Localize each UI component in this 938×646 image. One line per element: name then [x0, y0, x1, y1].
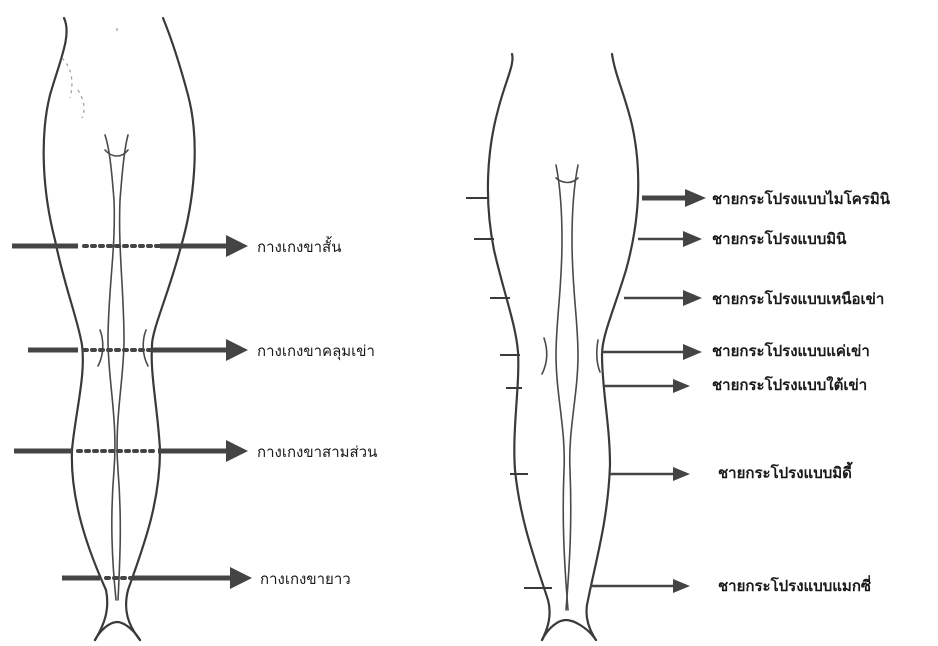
- left-arrow-knee-length: [28, 339, 248, 361]
- label-knee-skirt: ชายกระโปรงแบบแค่เข่า: [712, 341, 870, 360]
- left-figure-outer-left-contour: [44, 18, 108, 640]
- label-shorts: กางเกงขาสั้น: [257, 236, 341, 256]
- label-micro-mini-skirt: ชายกระโปรงแบบไมโครมินิ: [712, 189, 891, 208]
- right-figure-outer-right-contour: [586, 54, 638, 640]
- right-figure-inner-left-leg: [556, 165, 568, 610]
- left-arrow-long-pants: [62, 567, 252, 589]
- right-arrow-midi: [610, 467, 690, 481]
- right-figure-knee-mark-left: [542, 338, 547, 374]
- right-arrow-above-knee: [624, 290, 702, 306]
- right-legs-figure: ชายกระโปรงแบบไมโครมินิ ชายกระโปรงแบบมินิ…: [466, 54, 891, 640]
- right-arrow-knee: [602, 344, 702, 360]
- right-arrow-below-knee: [604, 379, 690, 393]
- left-legs-figure: กางเกงขาสั้น กางเกงขาคลุมเข่า กางเกงขาสา…: [12, 18, 377, 640]
- left-figure-inner-left-leg: [105, 135, 116, 600]
- left-figure-hip-sketch: [62, 58, 84, 118]
- label-below-knee-skirt: ชายกระโปรงแบบใต้เข่า: [712, 375, 867, 394]
- label-midi-skirt: ชายกระโปรงแบบมิดี้: [718, 461, 853, 482]
- label-above-knee-skirt: ชายกระโปรงแบบเหนือเข่า: [712, 289, 884, 308]
- right-arrow-mini: [638, 231, 702, 247]
- left-arrow-three-quarter: [14, 440, 248, 462]
- left-figure-outer-right-contour: [126, 18, 195, 640]
- left-arrow-shorts: [12, 235, 248, 257]
- label-three-quarter-pants: กางเกงขาสามส่วน: [257, 443, 377, 461]
- label-long-pants: กางเกงขายาว: [260, 570, 351, 588]
- left-figure-knee-mark-right: [143, 330, 148, 366]
- label-knee-length-pants: กางเกงขาคลุมเข่า: [257, 342, 375, 361]
- right-figure-outer-left-contour: [488, 54, 550, 640]
- right-figure-knee-mark-right: [597, 340, 600, 372]
- right-arrow-maxi: [590, 579, 690, 593]
- left-figure-inner-right-leg: [117, 135, 128, 600]
- right-figure-inner-right-leg: [566, 165, 578, 610]
- label-mini-skirt: ชายกระโปรงแบบมินิ: [712, 229, 847, 248]
- label-maxi-skirt: ชายกระโปรงแบบแมกซี่: [718, 575, 871, 595]
- right-arrow-micro-mini: [642, 189, 706, 207]
